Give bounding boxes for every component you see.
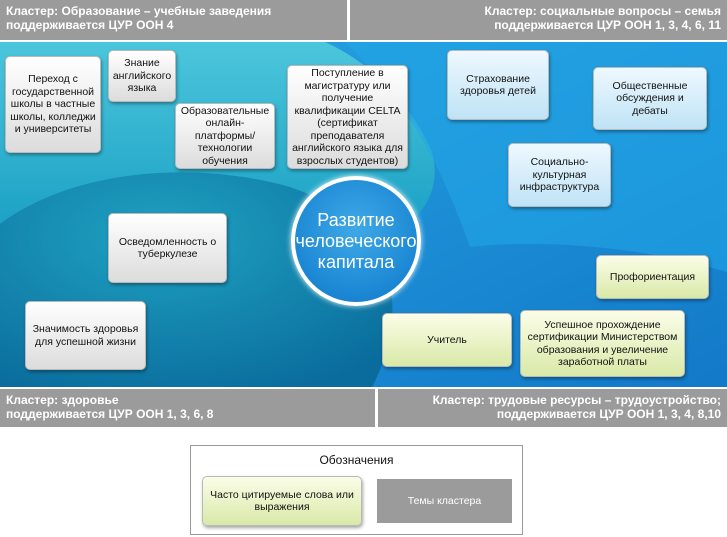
cluster-header-social-family: Кластер: социальные вопросы – семья подд…	[350, 0, 727, 40]
legend-title: Обозначения	[319, 453, 394, 467]
phrase-box-online-platforms: Образовательные онлайн-платформы/ технол…	[175, 103, 275, 169]
phrase-box-certification: Успешное прохождение сертификации Минист…	[520, 310, 685, 377]
central-theme-circle: Развитие человеческого капитала	[291, 176, 421, 306]
cluster-sdg: поддерживается ЦУР ООН 1, 3, 4, 6, 11	[494, 18, 721, 32]
phrase-box-private-schools: Переход с государственной школы в частны…	[5, 56, 101, 153]
phrase-box-socio-cultural: Социально-культурная инфраструктура	[508, 143, 611, 207]
cluster-header-labor: Кластер: трудовые ресурсы – трудоустройс…	[378, 389, 727, 427]
cluster-sdg: поддерживается ЦУР ООН 4	[6, 18, 174, 32]
phrase-box-public-discussion: Общественные обсуждения и дебаты	[593, 67, 707, 130]
phrase-box-health-importance: Значимость здоровья для успешной жизни	[25, 301, 146, 370]
cluster-title: Кластер: трудовые ресурсы – трудоустройс…	[432, 393, 721, 407]
cluster-title: Кластер: социальные вопросы – семья	[484, 4, 721, 18]
cluster-header-health: Кластер: здоровье поддерживается ЦУР ООН…	[0, 389, 375, 427]
legend-item-frequent-words: Часто цитируемые слова или выражения	[202, 476, 362, 526]
cluster-sdg: поддерживается ЦУР ООН 1, 3, 6, 8	[6, 407, 214, 421]
phrase-box-teacher: Учитель	[382, 313, 512, 367]
phrase-box-english: Знание английского языка	[108, 50, 176, 102]
legend: Обозначения Часто цитируемые слова или в…	[190, 445, 523, 535]
phrase-box-career-guidance: Профориентация	[596, 255, 709, 299]
cluster-title: Кластер: Образование – учебные заведения	[6, 4, 272, 18]
cluster-title: Кластер: здоровье	[6, 393, 119, 407]
phrase-box-masters-celta: Поступление в магистратуру или получение…	[287, 65, 408, 169]
cluster-header-education: Кластер: Образование – учебные заведения…	[0, 0, 347, 40]
phrase-box-tuberculosis: Осведомленность о туберкулезе	[108, 213, 227, 283]
legend-item-cluster-themes: Темы кластера	[377, 479, 512, 523]
phrase-box-child-insurance: Страхование здоровья детей	[447, 50, 549, 120]
cluster-sdg: поддерживается ЦУР ООН 1, 3, 4, 8,10	[496, 407, 721, 421]
